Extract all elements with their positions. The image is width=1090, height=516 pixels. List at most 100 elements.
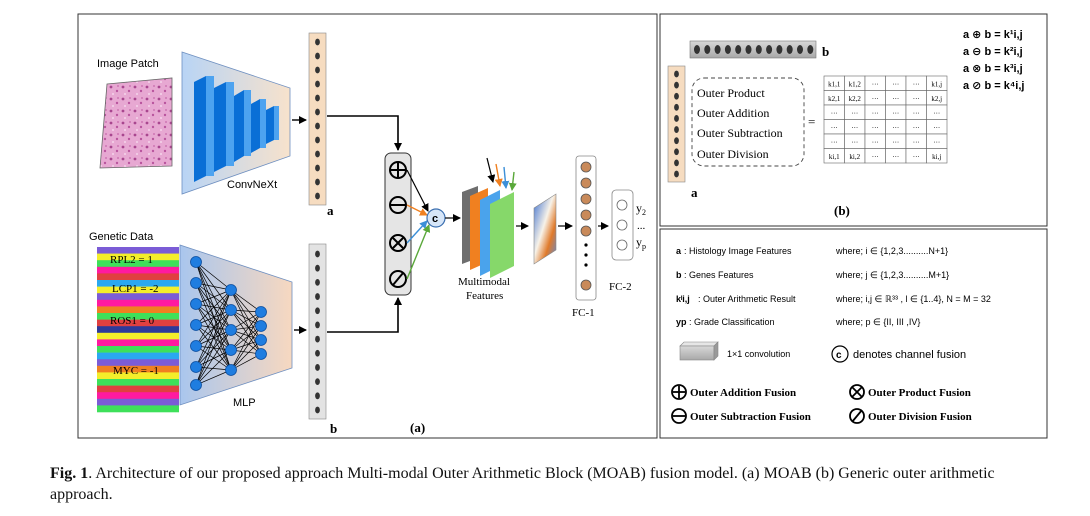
mlp-connection [230,325,262,371]
mlp-connection [195,289,232,368]
formulas: a ⊕ b = k¹i,j a ⊖ b = k²i,j a ⊗ b = k³i,… [963,29,1024,92]
multimodal-feature-stack [462,186,514,278]
matrix-cell-text: ki,2 [849,153,860,161]
matrix-cell [926,148,948,164]
matrix-cell-text: ··· [831,124,838,132]
fusion-product-label: Outer Product Fusion [868,387,971,399]
mlp-connection [195,289,232,305]
mlp-neuron [225,364,237,376]
gene-stripe [97,247,179,254]
gene-stripe [97,286,179,294]
vector-element [786,45,793,54]
vector-element [714,45,721,54]
matrix-cell-text: k2,1 [828,95,841,103]
matrix-cell-text: ··· [892,124,899,132]
matrix-cell-text: ··· [831,139,838,147]
gene-stripe [97,359,179,367]
multimodal-label-line2: Features [466,290,503,302]
vector-element [704,45,711,54]
matrix-cell-text: ··· [933,139,940,147]
vector-element [694,45,700,54]
channel-fusion-legend-icon: c [831,345,849,363]
gene-stripe [97,339,179,347]
gene-stripe [97,346,179,353]
matrix-cell-text: ··· [872,95,879,103]
mlp-connection [195,349,232,368]
mlp-neuron [190,361,202,373]
matrix-cell-text: ··· [913,81,920,89]
mlp-connection [195,303,232,311]
image-patch-label: Image Patch [97,58,159,70]
vector-element [315,80,320,88]
channel-fusion-legend-symbol: c [836,350,842,361]
fc2-layer [611,189,634,261]
fc1-ellipsis-dot [584,253,588,257]
matrix-cell-text: k1,1 [828,81,841,89]
fusion-subtraction-label: Outer Subtraction Fusion [690,411,811,423]
mlp-neuron [190,298,202,310]
equals-sign: = [808,114,815,129]
channel-fusion-symbol: c [432,213,438,225]
mlp-connection [195,329,232,386]
product-fusion-icon [849,384,865,400]
vector-element [315,364,320,371]
legend-where-k: where; i,j ∈ ℝ³³ , l ∈ {1..4}, N = M = 3… [835,294,991,304]
addition-fusion-icon [671,384,687,400]
vector-element [315,94,320,102]
panel-b-vector-b-label: b [822,44,829,59]
gene-stripe [97,260,179,268]
fc1-neuron [580,225,592,237]
legend-row-a: a : Histology Image Features where; i ∈ … [676,246,948,256]
vector-element [315,178,320,186]
vector-element [315,150,320,158]
vector-element [315,278,320,286]
mlp-neuron [255,306,267,318]
output-y2: y [636,201,642,215]
mlp-connection [230,329,262,355]
gene-stripe [97,273,179,281]
gene-label-rpl2: RPL2 = 1 [110,254,153,266]
legend-desc-yp: : Grade Classification [689,317,775,327]
gene-label-lcp1: LCP1 = -2 [112,283,159,295]
mlp-connection [230,339,262,371]
op-outer-division: Outer Division [697,147,769,161]
vector-element [674,70,679,78]
mlp-connection [230,289,262,355]
mlp-neuron [255,320,267,332]
channel-fusion-node: c [426,208,446,228]
matrix-cell-text: ··· [892,110,899,118]
legend-where-b: where; j ∈ {1,2,3..........M+1} [835,270,949,280]
vector-element [315,108,320,116]
mlp-neuron [190,379,202,391]
matrix-cell-text: k1,2 [849,81,862,89]
gene-stripe [97,253,179,261]
vector-element [315,122,320,130]
matrix-cell-text: k1,j [931,81,942,89]
vector-element [315,335,320,343]
vector-element [315,349,320,357]
gene-stripe [97,332,179,340]
outer-subtraction-symbol-icon [389,196,407,214]
mlp-connection [230,309,262,355]
vector-b-horizontal [689,40,817,59]
output-yp-sub: p [642,242,646,251]
vector-element [315,264,320,272]
outer-division-symbol-icon [389,270,407,288]
vector-element [315,378,320,386]
matrix-cell-text: ··· [913,139,920,147]
vector-b [308,243,327,420]
svg-text:y2: y2 [636,201,646,217]
vector-element [755,45,762,54]
panel-b-frame [659,13,1048,227]
outer-addition-symbol-icon [389,161,407,179]
vector-element [315,52,320,60]
fc1-neuron [580,279,592,291]
matrix-cell-text: ··· [913,110,920,118]
fc1-label: FC-1 [572,307,595,319]
outer-product-symbol-icon [389,234,407,252]
mlp-connection [195,261,232,291]
mlp-connection [230,325,262,351]
channel-fusion-legend-label: denotes channel fusion [853,349,966,361]
output-labels: y2 ... yp [636,201,646,251]
gene-stripe [97,398,179,406]
